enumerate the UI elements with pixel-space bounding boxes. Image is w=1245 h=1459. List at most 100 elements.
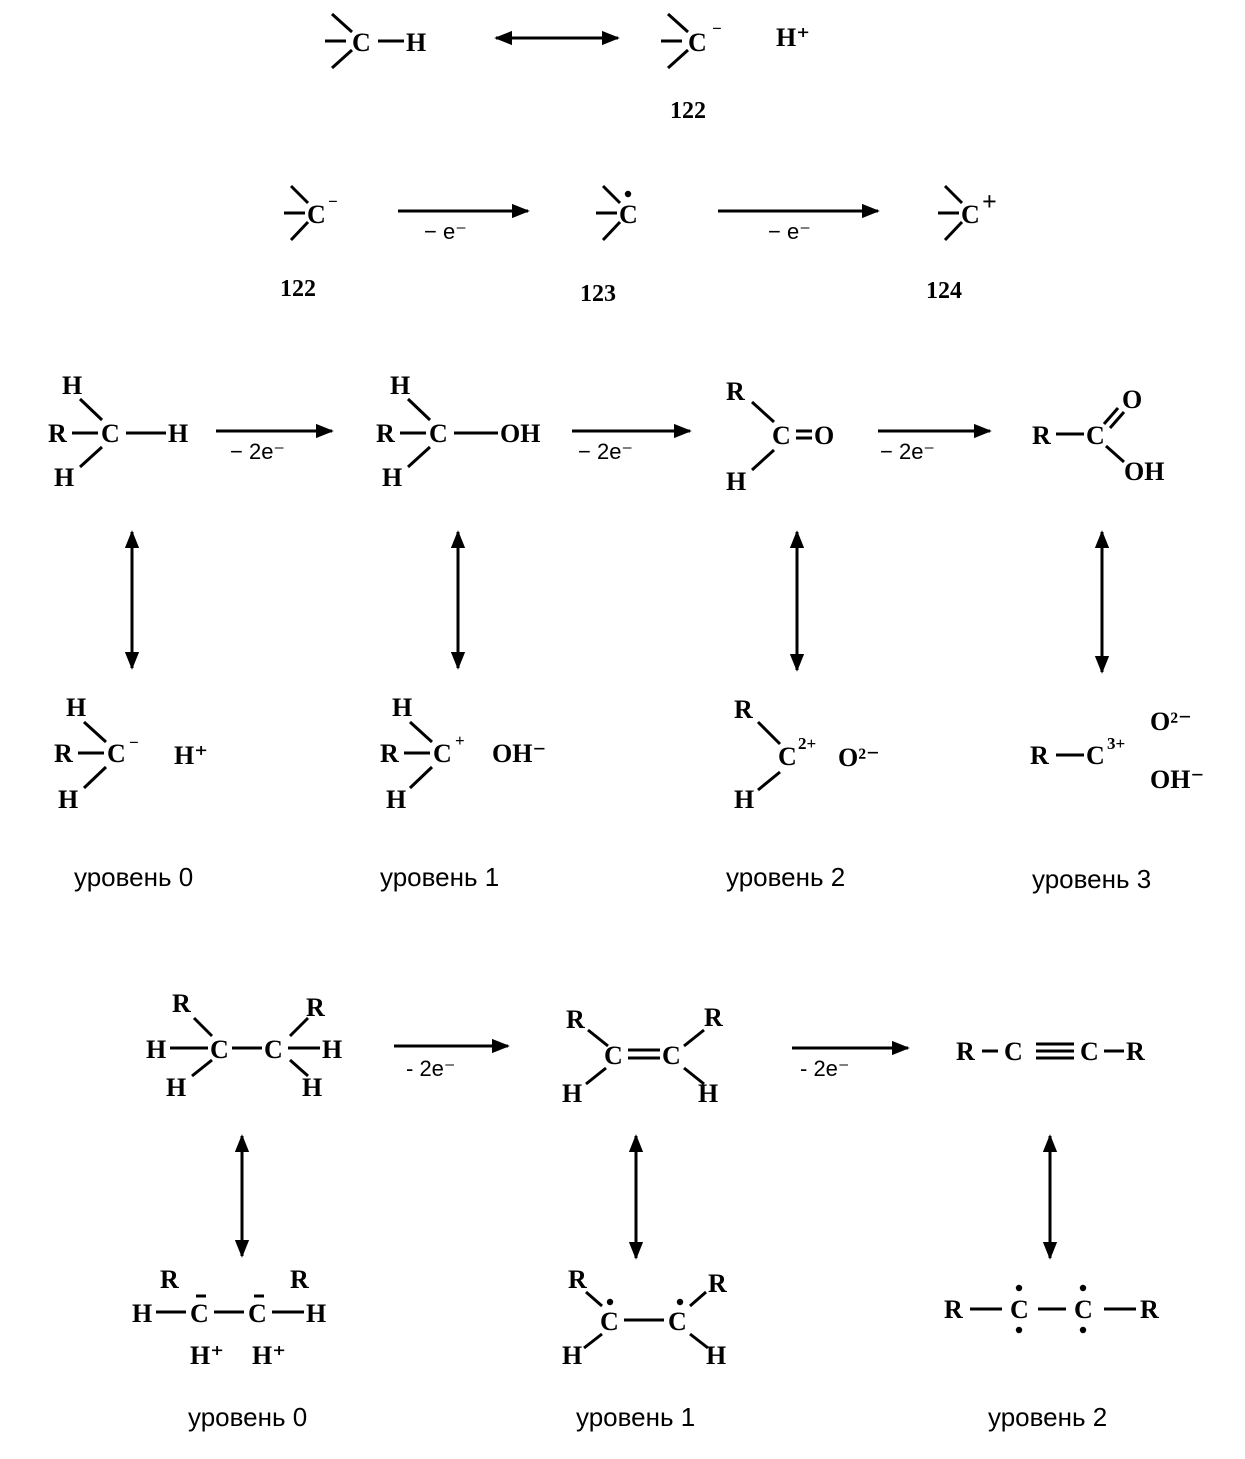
- carbon-atom: C: [668, 1307, 687, 1336]
- r-group: R: [568, 1265, 587, 1294]
- level-label: уровень 0: [188, 1402, 307, 1432]
- hydroxide-label: OH⁻: [1150, 765, 1204, 794]
- carbon-atom: C: [604, 1041, 623, 1070]
- proton-label: H⁺: [252, 1341, 286, 1370]
- level3-ionic: R C 3+ O²⁻ OH⁻: [1030, 707, 1204, 794]
- r-group: R: [944, 1295, 963, 1324]
- positive-charge: +: [455, 731, 465, 750]
- alkene-structure: R C C R H H: [562, 1003, 723, 1108]
- r-group: R: [566, 1005, 585, 1034]
- hydroxyl-group: OH: [500, 419, 540, 448]
- hydroxide-label: OH⁻: [492, 739, 546, 768]
- oxidation-chain: H R C H H − 2e⁻ H R C OH H − 2e⁻ R: [48, 371, 1164, 496]
- carbon-atom: C: [772, 421, 791, 450]
- hydrogen-atom: H: [698, 1079, 718, 1108]
- hydrogen-atom: H: [62, 371, 82, 400]
- r-group: R: [54, 739, 73, 768]
- level1-ionic: H R C + H OH⁻: [380, 693, 546, 814]
- hydrogen-atom: H: [54, 463, 74, 492]
- r-group: R: [48, 419, 67, 448]
- radical-dot: [1079, 1284, 1087, 1292]
- carbon-atom: C: [264, 1035, 283, 1064]
- alkane-structure: H R C H H: [48, 371, 188, 492]
- oxide-label: O²⁻: [1150, 707, 1192, 736]
- r-group: R: [1030, 741, 1049, 770]
- reaction-condition: − 2e⁻: [880, 439, 935, 464]
- r-group: R: [172, 989, 191, 1018]
- r-group: R: [708, 1269, 727, 1298]
- carbon-atom: C: [101, 419, 120, 448]
- carbon-atom: C: [1074, 1295, 1093, 1324]
- radical-dot: [1079, 1326, 1087, 1334]
- positive-charge: 3+: [1107, 734, 1125, 753]
- alkyne-structure: R C C R: [956, 1037, 1145, 1066]
- reaction-condition: − e⁻: [768, 219, 811, 244]
- radical-dot: [624, 190, 632, 198]
- alcohol-structure: H R C OH H: [376, 371, 540, 492]
- carbon-atom: C: [190, 1299, 209, 1328]
- reaction-condition: − e⁻: [424, 219, 467, 244]
- compound-number: 122: [280, 276, 316, 302]
- negative-charge: −: [328, 192, 338, 211]
- carbon-atom: C: [1080, 1037, 1099, 1066]
- carbon-atom: C: [248, 1299, 267, 1328]
- hydrogen-atom: H: [302, 1073, 322, 1102]
- carbon-atom: C: [662, 1041, 681, 1070]
- hydrogen-atom: H: [386, 785, 406, 814]
- hydrogen-atom: H: [726, 467, 746, 496]
- positive-charge: 2+: [798, 734, 816, 753]
- carbon-atom: C: [210, 1035, 229, 1064]
- carbon-atom: C: [1086, 741, 1105, 770]
- reaction-condition: − 2e⁻: [578, 439, 633, 464]
- radical-dot: [606, 1298, 614, 1306]
- electron-removal-row: C − − e⁻ C − e⁻ C + 122 123 124: [280, 184, 997, 307]
- hydrogen-atom: H: [562, 1341, 582, 1370]
- r-group: R: [160, 1265, 179, 1294]
- negative-charge: −: [129, 733, 139, 752]
- hydrogen-atom: H: [66, 693, 86, 722]
- hydrogen-atom: H: [132, 1299, 152, 1328]
- carbon-atom: C: [429, 419, 448, 448]
- r-group: R: [306, 993, 325, 1022]
- r-group: R: [1126, 1037, 1145, 1066]
- level-label: уровень 0: [74, 862, 193, 892]
- carbon-atom: C: [1086, 421, 1105, 450]
- oxidation-level-labels: уровень 0 уровень 1 уровень 2 уровень 3: [74, 862, 1151, 894]
- compound-number: 124: [926, 278, 962, 304]
- ethane-dianion: R H C C H R H⁺ H⁺: [132, 1265, 326, 1370]
- carbon-atom: C: [600, 1307, 619, 1336]
- r-group: R: [1140, 1295, 1159, 1324]
- oxide-label: O²⁻: [838, 743, 880, 772]
- proton-label: H⁺: [190, 1341, 224, 1370]
- carbon-atom: C: [433, 739, 452, 768]
- carbon-atom: C: [688, 28, 707, 57]
- carbocation: C +: [938, 184, 997, 242]
- hydrogen-atom: H: [382, 463, 402, 492]
- hydroxyl-group: OH: [1124, 457, 1164, 486]
- carbon-atom: C: [1004, 1037, 1023, 1066]
- r-group: R: [704, 1003, 723, 1032]
- carbon-atom: C: [619, 200, 638, 229]
- carbon-atom: C: [1010, 1295, 1029, 1324]
- r-group: R: [726, 377, 745, 406]
- radical-dot: [676, 1298, 684, 1306]
- compound-number: 122: [670, 98, 706, 124]
- level-label: уровень 2: [726, 862, 845, 892]
- carbon-atom: C: [961, 200, 980, 229]
- carbon-atom: C: [107, 739, 126, 768]
- level0-ionic: H R C − H H⁺: [54, 693, 208, 814]
- aldehyde-structure: R C O H: [726, 377, 834, 496]
- hydrogen-atom: H: [322, 1035, 342, 1064]
- r-group: R: [734, 695, 753, 724]
- hydrogen-atom: H: [562, 1079, 582, 1108]
- level-label: уровень 3: [1032, 864, 1151, 894]
- r-group: R: [380, 739, 399, 768]
- reaction-condition: − 2e⁻: [230, 439, 285, 464]
- level-label: уровень 1: [380, 862, 499, 892]
- r-group: R: [376, 419, 395, 448]
- hydrogen-atom: H: [306, 1299, 326, 1328]
- equivalence-arrows-bottom: [234, 1134, 1058, 1260]
- r-group: R: [290, 1265, 309, 1294]
- proton-label: H⁺: [776, 23, 810, 52]
